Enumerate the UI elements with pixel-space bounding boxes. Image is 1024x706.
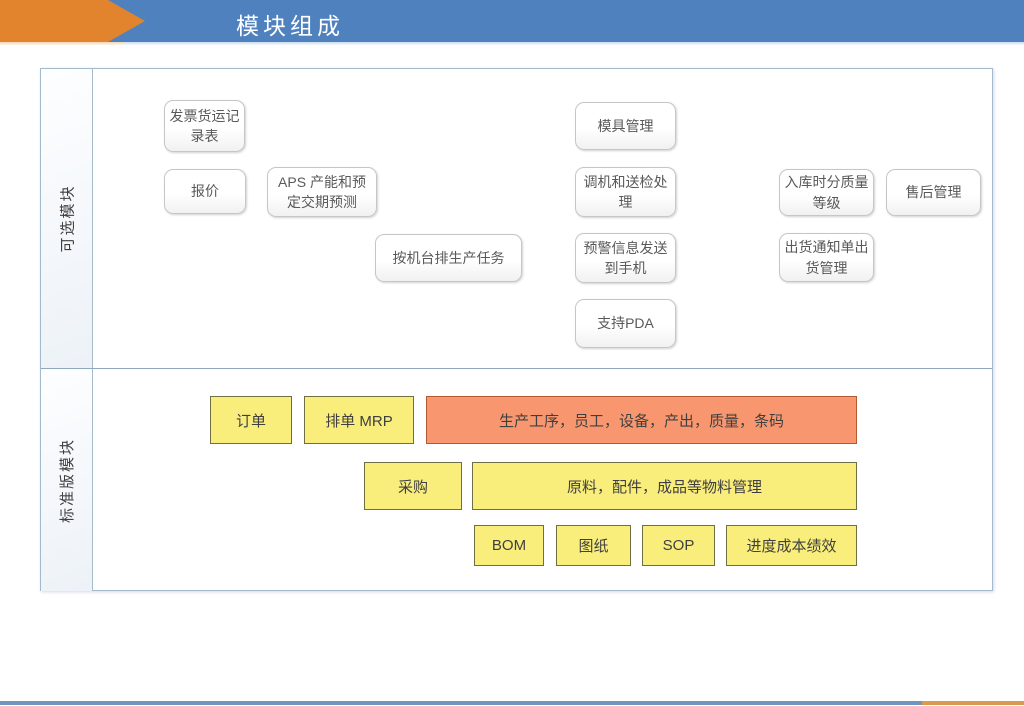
box-material-management: 原料，配件，成品等物料管理 — [472, 462, 857, 510]
row-label-standard: 标准版模块 — [41, 369, 93, 591]
box-shipping-notice-management: 出货通知单出货管理 — [779, 233, 874, 282]
box-mrp-scheduling: 排单 MRP — [304, 396, 414, 444]
header-edge-right — [123, 42, 1024, 45]
box-order: 订单 — [210, 396, 292, 444]
header-banner: 模块组成 — [0, 0, 1024, 46]
optional-row: 可选模块 — [41, 69, 992, 369]
footer-bar-blue — [0, 701, 922, 705]
box-purchasing: 采购 — [364, 462, 462, 510]
slide-title: 模块组成 — [236, 13, 344, 39]
footer-bar — [0, 701, 1024, 705]
box-progress-cost-performance: 进度成本绩效 — [726, 525, 857, 566]
footer-bar-orange — [922, 701, 1024, 705]
box-adjustment-inspection: 调机和送检处理 — [575, 167, 676, 217]
box-quotation: 报价 — [164, 169, 246, 214]
box-mold-management: 模具管理 — [575, 102, 676, 150]
box-aps-capacity-forecast: APS 产能和预定交期预测 — [267, 167, 377, 217]
box-after-sales-management: 售后管理 — [886, 169, 981, 216]
box-machine-production-schedule: 按机台排生产任务 — [375, 234, 522, 282]
box-invoice-shipping-record: 发票货运记录表 — [164, 100, 245, 152]
box-alert-to-phone: 预警信息发送到手机 — [575, 233, 676, 283]
header-edge-left — [0, 42, 123, 45]
box-production-process: 生产工序，员工，设备，产出，质量，条码 — [426, 396, 857, 444]
diagram-frame: 可选模块 标准版模块 发票货运记录表 报价 APS 产能和预定交期预测 按机台排… — [40, 68, 993, 591]
box-sop: SOP — [642, 525, 715, 566]
box-bom: BOM — [474, 525, 544, 566]
box-drawings: 图纸 — [556, 525, 631, 566]
box-warehouse-quality-grade: 入库时分质量等级 — [779, 169, 874, 216]
header-bar — [100, 0, 1024, 42]
standard-row: 标准版模块 — [41, 369, 992, 591]
box-pda-support: 支持PDA — [575, 299, 676, 348]
row-label-optional-text: 可选模块 — [59, 184, 77, 253]
row-label-standard-text: 标准版模块 — [59, 437, 77, 523]
row-label-optional: 可选模块 — [41, 69, 93, 368]
